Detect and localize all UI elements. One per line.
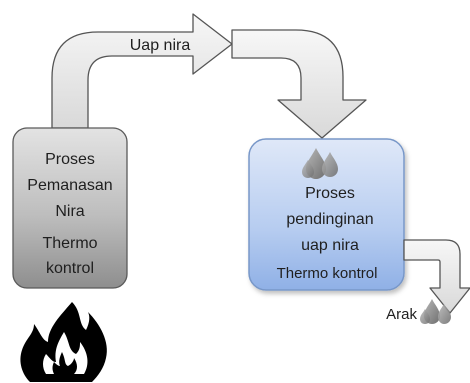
cooling-line-2: pendinginan: [286, 211, 373, 228]
vapor-label: Uap nira: [130, 37, 191, 54]
vapor-arrow-right-leg: [231, 29, 367, 139]
heating-control-line-1: Thermo: [42, 235, 97, 252]
cooling-process-box: [248, 138, 405, 291]
cooling-control: Thermo kontrol: [277, 265, 378, 282]
fire-icon: [20, 302, 107, 382]
output-label: Arak: [386, 306, 417, 323]
water-drops-icon: [302, 148, 338, 179]
heating-control-line-2: kontrol: [46, 260, 94, 277]
cooling-line-3: uap nira: [301, 237, 359, 254]
output-flow-arrow: [403, 239, 470, 314]
heating-line-1: Proses: [45, 151, 95, 168]
heating-line-3: Nira: [55, 203, 84, 220]
vapor-arrow-left-leg: [51, 13, 233, 129]
output-water-drops-icon: [420, 299, 451, 324]
heating-process-box: [12, 127, 128, 289]
cooling-line-1: Proses: [305, 185, 355, 202]
heating-line-2: Pemanasan: [27, 177, 112, 194]
